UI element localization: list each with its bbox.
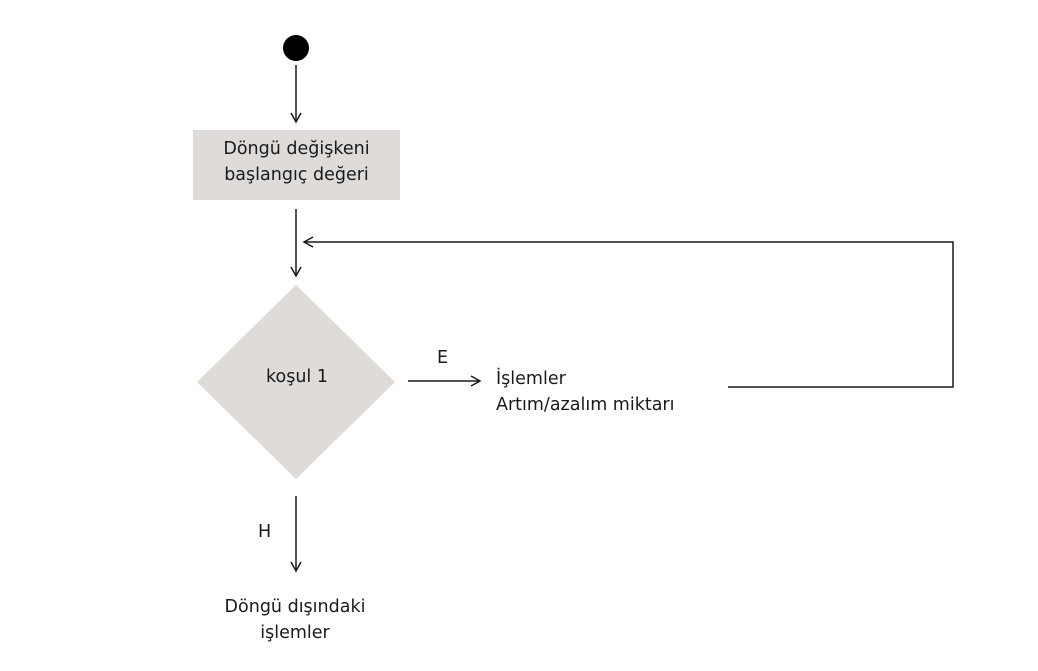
start-node	[283, 35, 309, 61]
loop-back-arrow	[302, 236, 954, 388]
condition-diamond	[197, 285, 395, 479]
condition-label: koşul 1	[266, 367, 328, 387]
init-box	[193, 130, 400, 200]
loop-body-line-1: İşlemler	[496, 369, 566, 389]
exit-block-line-2: işlemler	[260, 623, 330, 643]
exit-block-line-1: Döngü dışındaki	[224, 597, 366, 617]
init-box-line-2: başlangıç değeri	[224, 165, 369, 185]
loop-body-line-2: Artım/azalım miktarı	[496, 395, 675, 415]
init-box-label: Döngü değişkeni başlangıç değeri	[193, 136, 400, 188]
init-box-line-1: Döngü değişkeni	[223, 139, 370, 159]
loop-body-label: İşlemler Artım/azalım miktarı	[496, 366, 675, 418]
yes-branch-label: E	[437, 348, 449, 368]
no-branch-label: H	[258, 522, 272, 542]
exit-block-label: Döngü dışındaki işlemler	[185, 594, 405, 646]
